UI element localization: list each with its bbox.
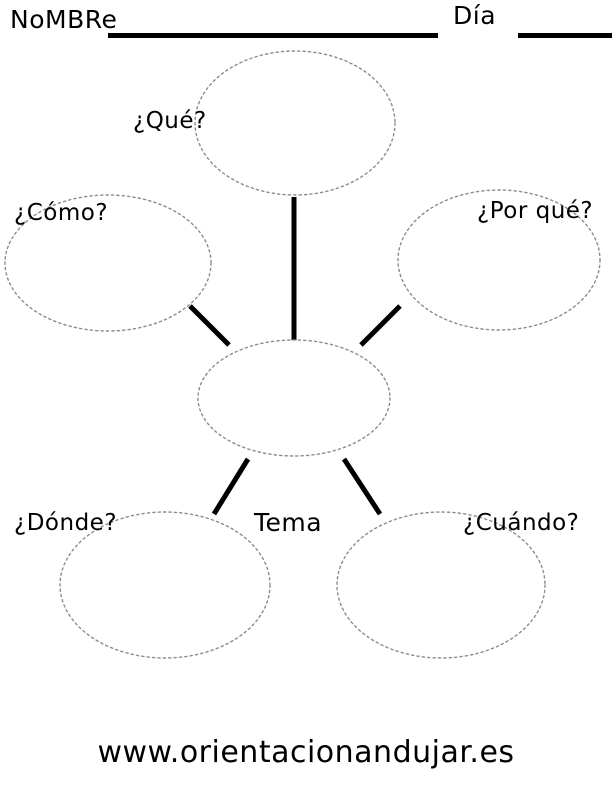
bubble-label-tema: Tema <box>254 508 323 537</box>
bubble-porque[interactable] <box>397 189 601 331</box>
bubble-group <box>4 50 601 659</box>
date-label: Día <box>453 1 497 30</box>
bubble-label-donde: ¿Dónde? <box>14 510 118 536</box>
bubble-label-cuando: ¿Cuándo? <box>463 510 580 536</box>
connector-center-to-cuando <box>341 457 383 516</box>
footer-website-url: www.orientacionandujar.es <box>97 735 515 770</box>
name-label: NoMBRe <box>10 5 118 34</box>
connector-center-to-donde <box>211 457 251 516</box>
diagram-canvas <box>4 50 601 659</box>
connector-group <box>188 197 402 516</box>
bubble-label-que: ¿Qué? <box>133 108 207 134</box>
bubble-map-diagram: ¿Qué? ¿Cómo? ¿Por qué? ¿Dónde? Tema ¿Cuá… <box>0 40 612 680</box>
bubble-donde[interactable] <box>59 511 271 659</box>
bubble-que[interactable] <box>194 50 396 196</box>
name-write-line[interactable] <box>108 33 438 38</box>
date-write-line[interactable] <box>518 33 612 38</box>
header: NoMBRe Día <box>0 0 612 48</box>
footer: www.orientacionandujar.es <box>0 735 612 771</box>
bubble-cuando[interactable] <box>336 511 546 659</box>
connector-center-to-como <box>188 304 231 347</box>
connector-center-to-porque <box>359 304 402 347</box>
bubble-label-como: ¿Cómo? <box>14 200 109 226</box>
bubble-label-porque: ¿Por qué? <box>477 198 594 224</box>
bubble-center-tema[interactable] <box>197 339 391 457</box>
bubble-como[interactable] <box>4 194 212 332</box>
